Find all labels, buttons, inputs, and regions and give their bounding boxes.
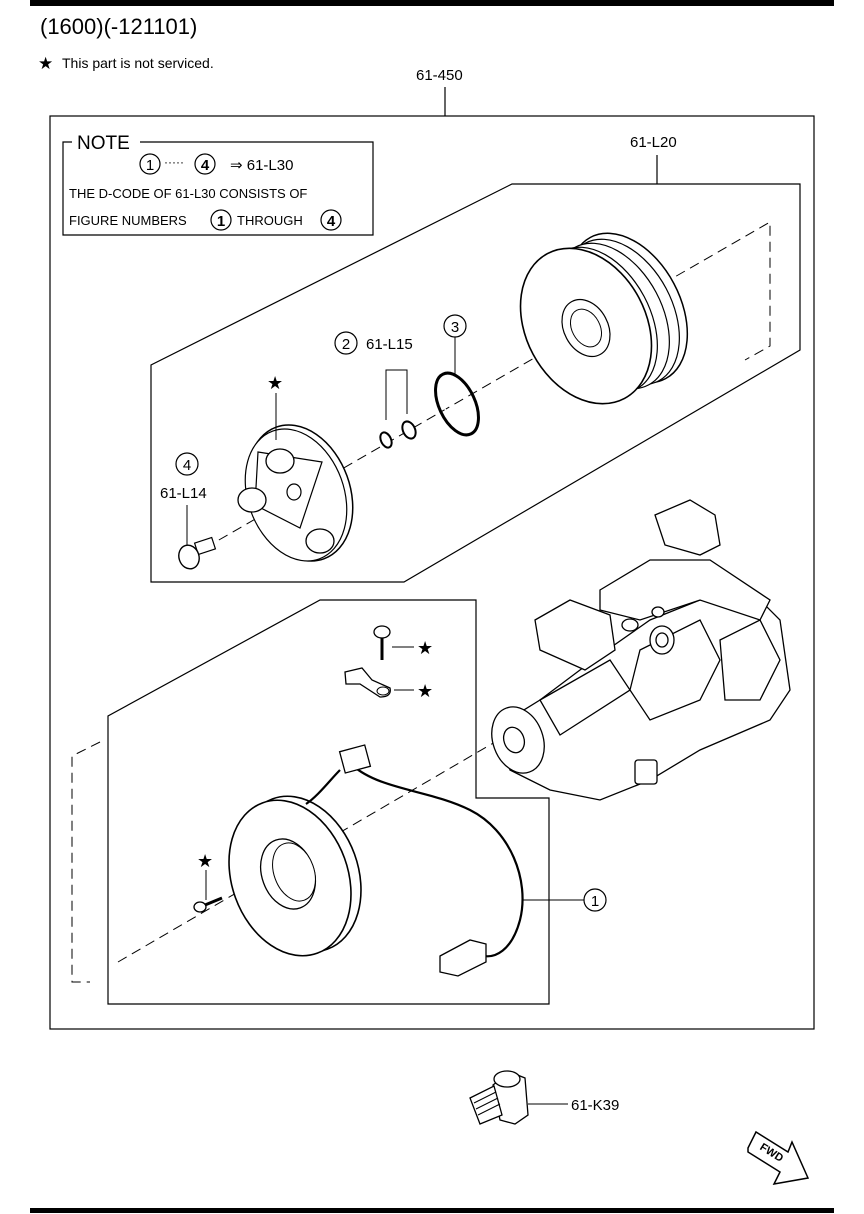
coil-harness bbox=[305, 744, 524, 977]
field-coil bbox=[228, 795, 362, 957]
not-serviced-note: This part is not serviced. bbox=[62, 55, 214, 71]
note-line-2: THE D-CODE OF 61-L30 CONSISTS OF bbox=[69, 186, 307, 201]
pressure-plate bbox=[237, 424, 354, 562]
bracket-star-icon: ★ bbox=[417, 681, 433, 701]
clutch-kit-boundary bbox=[150, 183, 801, 583]
bracket-screw bbox=[373, 625, 391, 660]
note-box: NOTE 1 ····· 4 ⇒ 61-L30 THE D-CODE OF 61… bbox=[62, 133, 374, 236]
pulley bbox=[519, 232, 689, 405]
note-line-3-from: 1 bbox=[217, 213, 225, 230]
top-rule bbox=[30, 0, 834, 6]
note-line-3-prefix: FIGURE NUMBERS bbox=[69, 213, 187, 228]
bolt-code-label: 61-L14 bbox=[160, 485, 207, 502]
coil-screw-star-icon: ★ bbox=[197, 851, 213, 871]
callout-4: 4 bbox=[183, 457, 191, 474]
note-line-3-mid: THROUGH bbox=[237, 213, 303, 228]
callout-3: 3 bbox=[451, 319, 459, 336]
callout-2: 2 bbox=[342, 336, 350, 353]
star-legend-icon: ★ bbox=[38, 54, 53, 73]
fwd-arrow-icon: FWD bbox=[747, 1130, 810, 1185]
sensor-code-label: 61-K39 bbox=[571, 1097, 619, 1114]
note-line-3-to: 4 bbox=[327, 213, 336, 230]
note-range-to: 4 bbox=[201, 157, 210, 174]
pressure-plate-star-icon: ★ bbox=[267, 373, 283, 393]
snap-ring bbox=[434, 371, 480, 437]
callout-1: 1 bbox=[591, 893, 599, 910]
wire-bracket bbox=[344, 667, 391, 698]
note-heading: NOTE bbox=[77, 133, 130, 154]
assembly-label: 61-450 bbox=[416, 67, 463, 84]
note-arrow-target: ⇒ 61-L30 bbox=[230, 157, 293, 174]
bottom-rule bbox=[30, 1208, 834, 1213]
diagram-title: (1600)(-121101) bbox=[40, 14, 197, 39]
coil-screw bbox=[193, 896, 223, 913]
compressor-body bbox=[491, 499, 791, 801]
hub-bolt bbox=[178, 536, 217, 570]
shims bbox=[379, 420, 417, 449]
note-range-from: 1 bbox=[146, 157, 154, 174]
screw-star-icon: ★ bbox=[417, 638, 433, 658]
clutch-kit-label: 61-L20 bbox=[630, 134, 677, 151]
pressure-sensor bbox=[469, 1070, 529, 1125]
shim-code-label: 61-L15 bbox=[366, 336, 413, 353]
field-coil-boundary bbox=[107, 599, 550, 1005]
assembly-frame bbox=[49, 115, 815, 1030]
note-range-dots: ····· bbox=[164, 155, 184, 169]
